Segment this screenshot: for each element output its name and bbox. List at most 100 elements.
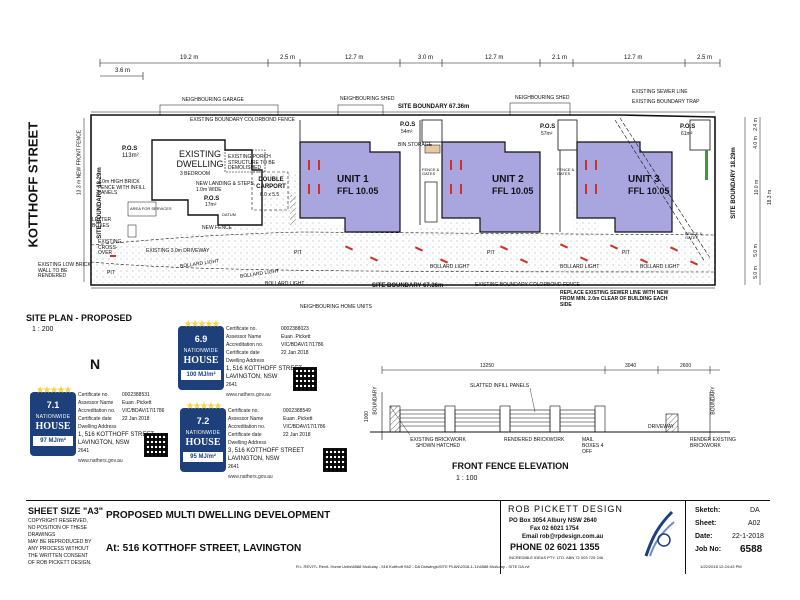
pit-label-4: PIT [107, 270, 115, 276]
cert-postcode: 2641 [78, 448, 90, 454]
boundary-trap-label: EXISTING BOUNDARY TRAP [632, 99, 700, 105]
existing-brickwork-label: EXISTING BRICKWORK SHOWN HATCHED [410, 437, 466, 449]
pos-dwelling-top-label: P.O.S [122, 146, 138, 152]
rendered-brickwork-label: RENDERED BRICKWORK [504, 437, 565, 443]
dim-top-7: 12.7 m [624, 55, 643, 61]
unit-3-footprint [576, 141, 673, 233]
porch-label: EXISTING PORCH STRUCTURE TO BE DEMOLISHE… [228, 154, 276, 171]
site-boundary-top-label: SITE BOUNDARY 67.36m [398, 104, 470, 110]
datum-label: DATUM [222, 212, 236, 217]
north-label: N [90, 356, 101, 372]
sheet-size: SHEET SIZE "A3" [28, 506, 104, 516]
qr-code-icon [323, 448, 347, 472]
low-brick-wall-label: EXISTING LOW BRICK WALL TO BE RENDERED [38, 262, 91, 279]
pos1-area: 54m² [401, 129, 413, 135]
unit-1-ffl: FFL 10.05 [337, 186, 379, 196]
cert-value: Euan .Pickett [281, 334, 311, 340]
cert-label: Accreditation no. [228, 424, 266, 430]
star-rating-icon: ★★★★★ [35, 385, 73, 396]
title-block [26, 500, 770, 575]
cert-value: VIC/BDAV/17/1786 [122, 408, 165, 414]
sewer-line-label: EXISTING SEWER LINE [632, 89, 688, 95]
fence-height-dim: 1000 [364, 410, 371, 423]
company-phone: PHONE 02 6021 1355 [510, 542, 600, 552]
unit-2-ffl: FFL 10.05 [492, 186, 534, 196]
job-no-value: 6588 [740, 544, 763, 555]
cert-label: Assessor Name [228, 416, 264, 422]
cert-label: Dwelling Address [226, 358, 265, 364]
sketch-label: Sketch: [695, 507, 721, 514]
cert-label: Dwelling Address [228, 440, 267, 446]
copyright-line-4: MAY BE REPRODUCED BY [28, 539, 92, 545]
sheet-label: Sheet: [695, 520, 717, 527]
nathers-certificate-unit-3: ★★★★★ 7.2 NATIONWIDE HOUSE 95 MJ/m² Cert… [180, 401, 440, 480]
badge-nationwide: NATIONWIDE [35, 414, 71, 420]
dim-top-1: 19.2 m [180, 55, 199, 61]
bedroom-label: 3 BEDROOM [180, 171, 211, 177]
nathers-badge: ★★★★★ 6.9 NATIONWIDE HOUSE 100 MJ/m² [178, 319, 224, 390]
dim-top-3: 12.7 m [345, 55, 364, 61]
bollard-light-label-4: BOLLARD LIGHT [430, 264, 470, 270]
pos-dwelling-area: 17m² [205, 202, 217, 208]
cert-postcode: 2641 [228, 464, 240, 470]
cert-value: 22 Jan 2018 [281, 350, 309, 356]
colorbond-bottom-label: EXISTING BOUNDARY COLORBOND FENCE [475, 282, 580, 288]
site-boundary-right-label: SITE BOUNDARY 18.29m [731, 147, 737, 219]
cert-label: Assessor Name [226, 334, 262, 340]
unit-1-name: UNIT 1 [337, 174, 369, 185]
cert-value: 0002388549 [283, 408, 311, 414]
right-dim-5: 5.0 m [752, 244, 759, 257]
front-fence-left-label: 13.3 m NEW FRONT FENCE [76, 129, 83, 196]
render-existing-label: RENDER EXISTING BRICKWORK [690, 437, 736, 449]
driveway-label: EXISTING 3.0m DRIVEWAY [146, 248, 210, 254]
rpd-logo-icon [644, 510, 675, 557]
cert-label: Accreditation no. [226, 342, 264, 348]
unit-3-name: UNIT 3 [628, 174, 660, 185]
pit-label-1: PIT [294, 250, 302, 256]
badge-house: HOUSE [35, 421, 71, 432]
cert-postcode: 2641 [226, 382, 238, 388]
cert-label: Certificate no. [78, 392, 109, 398]
right-dim-6: 5.0 m [752, 266, 759, 279]
dim-top-2: 2.5 m [280, 55, 296, 61]
bollard-light-label-5: BOLLARD LIGHT [560, 264, 600, 270]
neighbouring-shed-left-label: NEIGHBOURING SHED [340, 96, 395, 102]
cert-value: Euan .Pickett [122, 400, 152, 406]
star-rating: 6.9 [194, 334, 208, 344]
fence-elevation-scale: 1 : 100 [456, 475, 478, 482]
company-abn: INCREDIBLE IDEAS PTY. LTD. ABN 72 003 72… [509, 555, 604, 560]
badge-nationwide: NATIONWIDE [183, 348, 219, 354]
bollard-light-label-6: BOLLARD LIGHT [640, 264, 680, 270]
energy-rating: 100 MJ/m² [181, 370, 221, 380]
cert-value: 22 Jan 2018 [122, 416, 150, 422]
site-plan-title: SITE PLAN - PROPOSED [26, 313, 133, 323]
star-rating-icon: ★★★★★ [185, 401, 223, 412]
cert-label: Certificate no. [226, 326, 257, 332]
colorbond-top-label: EXISTING BOUNDARY COLORBOND FENCE [190, 117, 295, 123]
nathers-badge: ★★★★★ 7.2 NATIONWIDE HOUSE 95 MJ/m² [180, 401, 226, 472]
star-rating: 7.1 [46, 400, 60, 410]
bollard-light-label-3: BOLLARD LIGHT [265, 281, 305, 287]
pos3-label: P.O.S [680, 124, 696, 130]
right-dim-2: 4.0 m [752, 136, 759, 149]
cert-value: 0002388023 [281, 326, 309, 332]
company-po-box: PO Box 3054 Albury NSW 2640 [509, 518, 597, 524]
copyright-line-6: THE WRITTEN CONSENT [28, 553, 88, 559]
cert-label: Accreditation no. [78, 408, 116, 414]
front-fence-elevation-drawing [370, 366, 730, 440]
letter-boxes-label: LETTER BOXES [92, 217, 112, 229]
cert-url: www.nathers.gov.au [226, 392, 271, 398]
cert-suburb: LAVINGTON, NSW [228, 456, 280, 462]
cert-value: 0002388531 [122, 392, 150, 398]
badge-nationwide: NATIONWIDE [185, 430, 221, 436]
new-fence-label: NEW FENCE [202, 225, 232, 231]
job-no-label: Job No: [695, 546, 722, 553]
pos2-label: P.O.S [540, 124, 556, 130]
dim-left-1: 3.6 m [115, 68, 131, 74]
cert-label: Certificate date [228, 432, 262, 438]
star-rating-icon: ★★★★★ [183, 319, 221, 330]
cert-url: www.nathers.gov.au [228, 474, 273, 480]
cert-address: 3, 516 KOTTHOFF STREET [228, 448, 305, 454]
replace-sewer-label: REPLACE EXISTING SEWER LINE WITH NEW FRO… [560, 290, 669, 308]
cert-value: VIC/BDAV/17/1786 [281, 342, 324, 348]
